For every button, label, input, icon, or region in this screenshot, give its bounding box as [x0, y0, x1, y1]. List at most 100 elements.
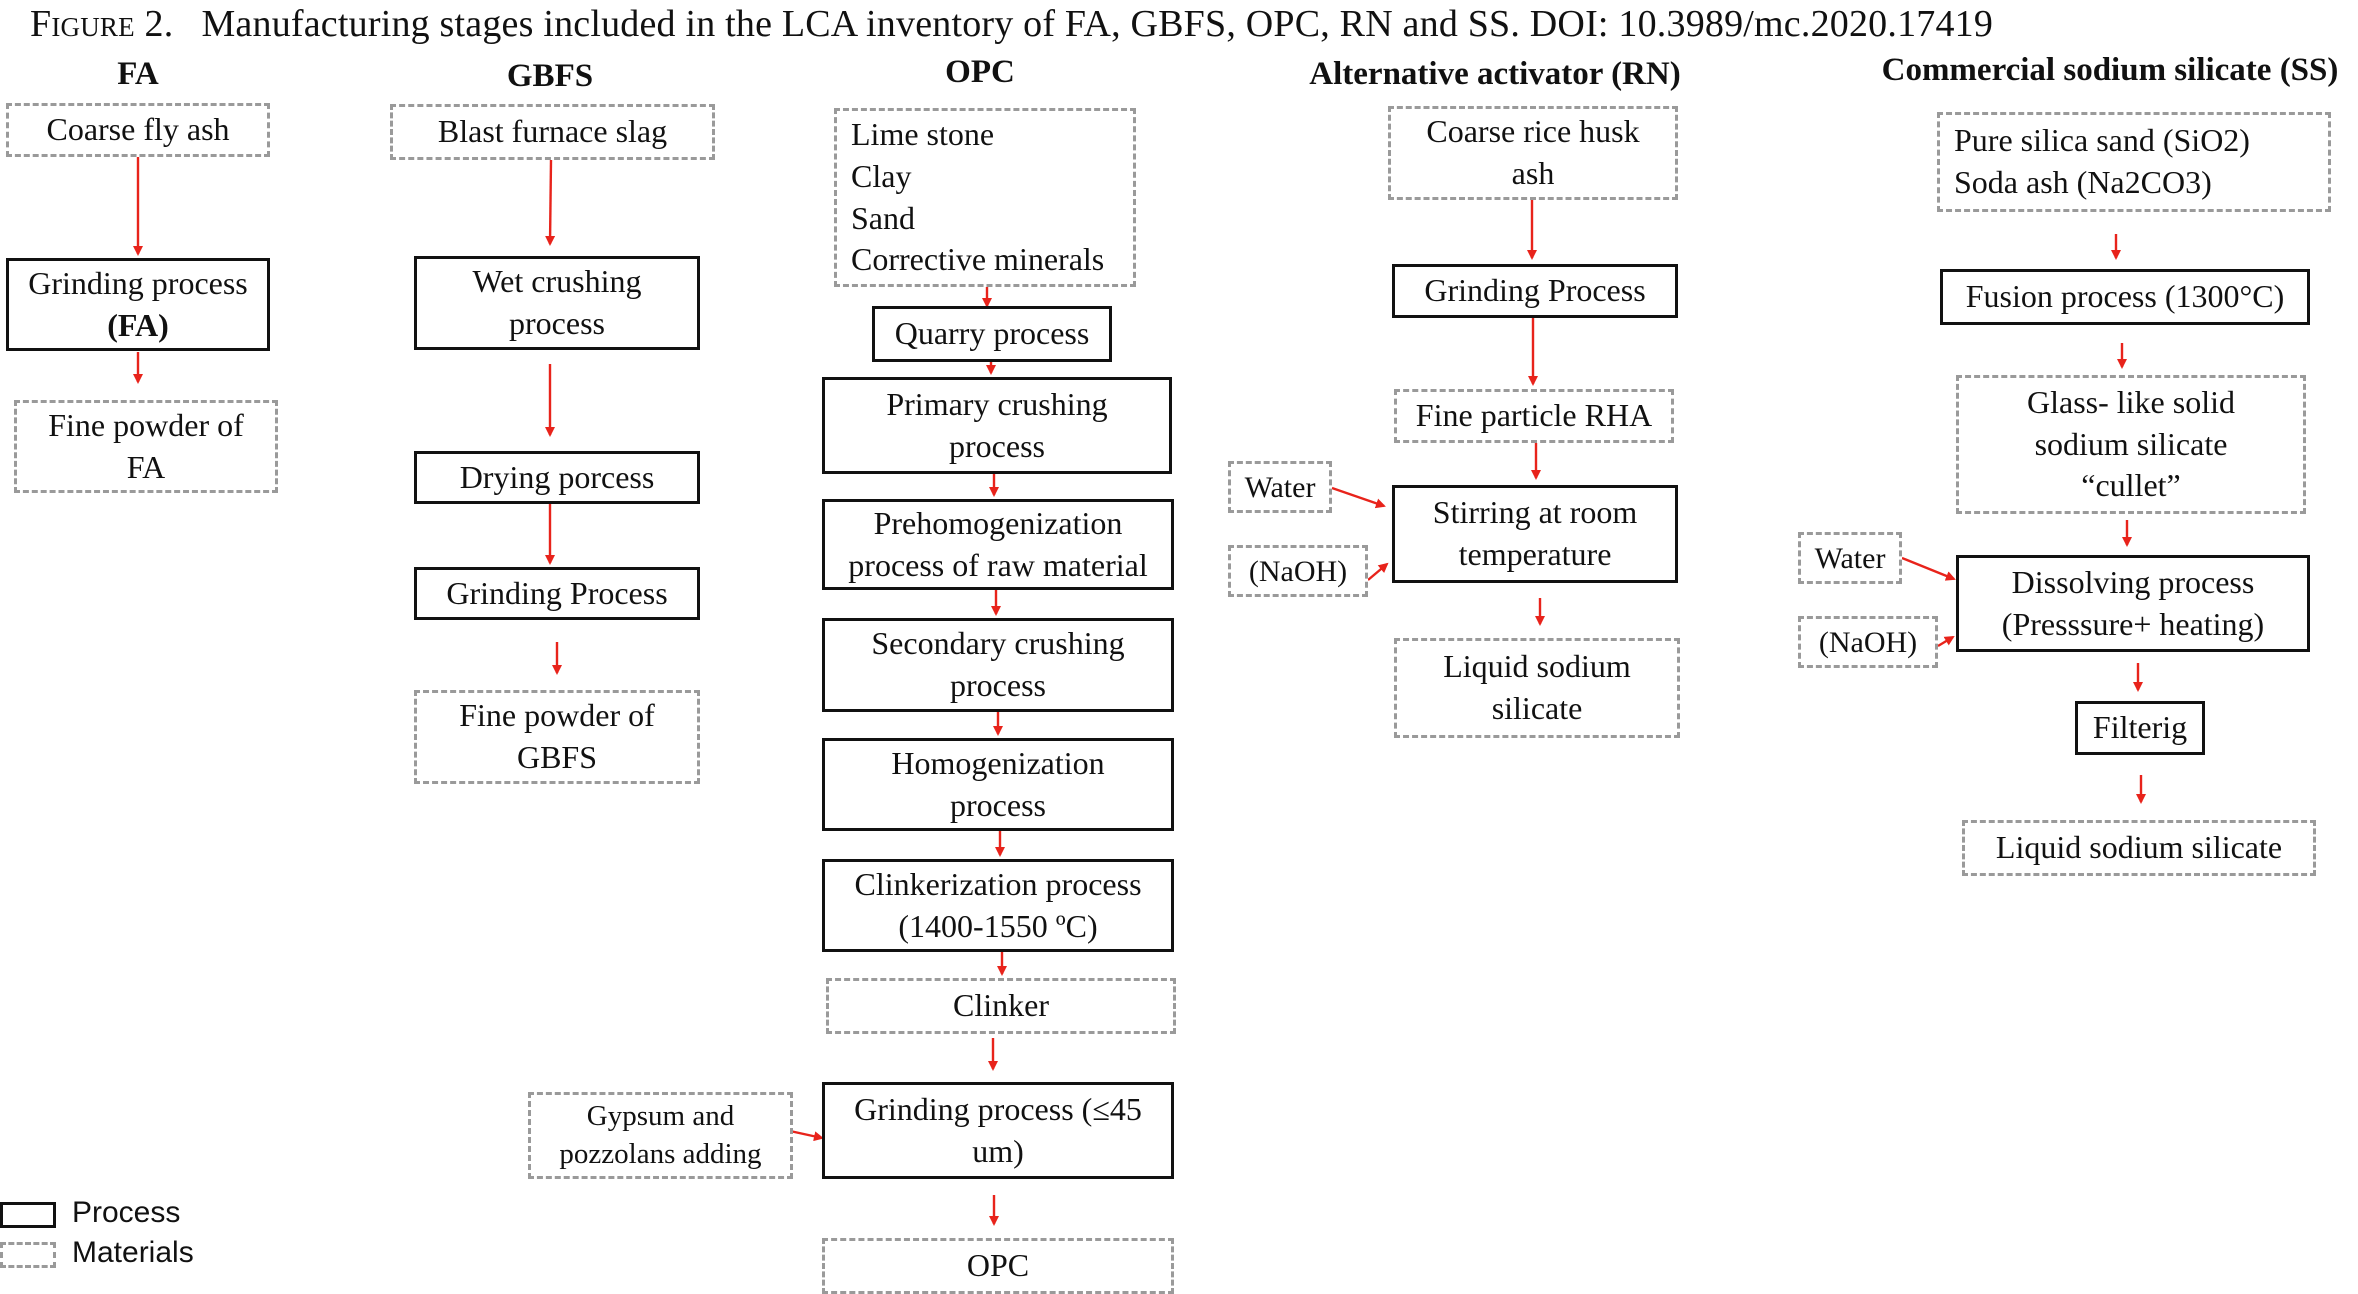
opc-homog-line2: process: [950, 786, 1046, 823]
opc-primary-crushing: Primary crushing process: [822, 377, 1172, 474]
ss-raw-silica-sand: Pure silica sand (SiO2): [1954, 122, 2250, 159]
ss-glass-line3: “cullet”: [2081, 467, 2181, 504]
ss-fusion-process: Fusion process (1300°C): [1940, 269, 2310, 325]
ss-dissolving-process: Dissolving process (Presssure+ heating): [1956, 555, 2310, 652]
rn-rha-line2: ash: [1511, 155, 1555, 191]
opc-product-label: OPC: [966, 1247, 1030, 1284]
opc-secondary-crushing: Secondary crushing process: [822, 618, 1174, 712]
rn-naoh: (NaOH): [1228, 545, 1368, 597]
opc-quarry-process: Quarry process: [872, 306, 1112, 362]
ss-liquid-sodium-silicate: Liquid sodium silicate: [1962, 820, 2316, 876]
opc-grinding-line2: um): [972, 1132, 1024, 1169]
rn-coarse-rice-husk-ash: Coarse rice husk ash: [1388, 106, 1678, 200]
opc-prehomogenization: Prehomogenization process of raw materia…: [822, 499, 1174, 590]
legend-materials-swatch: [0, 1242, 56, 1268]
arrow-ss-5: [1937, 635, 1955, 648]
legend: Process Materials: [0, 1196, 260, 1276]
opc-gypsum-pozzolans: Gypsum and pozzolans adding: [528, 1092, 793, 1179]
gbfs-slag-label: Blast furnace slag: [437, 113, 668, 150]
opc-product: OPC: [822, 1238, 1174, 1294]
opc-clinker-proc-line2: (1400-1550 ºC): [898, 907, 1098, 944]
opc-raw-sand: Sand: [851, 199, 915, 236]
ss-glass-line1: Glass- like solid: [2027, 384, 2235, 421]
legend-process-swatch: [0, 1202, 56, 1228]
rn-grinding-label: Grinding Process: [1424, 272, 1646, 309]
legend-process-label: Process: [72, 1196, 181, 1229]
rn-fine-label: Fine particle RHA: [1415, 397, 1653, 434]
ss-filtering-label: Filterig: [2092, 709, 2188, 746]
opc-homog-line1: Homogenization: [891, 744, 1105, 781]
ss-filtering: Filterig: [2075, 701, 2205, 755]
arrow-ss-4: [1901, 556, 1956, 581]
arrow-opc-9: [789, 1129, 824, 1142]
opc-secondary-line2: process: [950, 667, 1046, 703]
opc-column-title: OPC: [945, 54, 1015, 90]
gbfs-column-title: GBFS: [506, 58, 594, 94]
opc-gypsum-line2: pozzolans adding: [559, 1137, 762, 1170]
opc-raw-materials: Lime stone Clay Sand Corrective minerals: [834, 108, 1136, 287]
figure-caption-text: Manufacturing stages included in the LCA…: [201, 3, 1994, 45]
opc-clinkerization: Clinkerization process (1400-1550 ºC): [822, 859, 1174, 952]
opc-prehomog-line2: process of raw material: [848, 546, 1148, 583]
gbfs-wet-line2: process: [509, 305, 605, 341]
rn-liquid-sodium-silicate: Liquid sodium silicate: [1394, 638, 1680, 738]
ss-water-label: Water: [1814, 541, 1886, 575]
opc-grinding-process: Grinding process (≤45 um): [822, 1082, 1174, 1179]
gbfs-wet-crushing: Wet crushing process: [414, 256, 700, 350]
rn-grinding-process: Grinding Process: [1392, 264, 1678, 318]
gbfs-grinding: Grinding Process: [414, 567, 700, 620]
ss-naoh: (NaOH): [1798, 616, 1938, 668]
gbfs-fine-line2: GBFS: [516, 739, 598, 775]
gbfs-fine-line1: Fine powder of: [459, 697, 655, 734]
opc-grinding-line1: Grinding process (≤45: [854, 1090, 1142, 1127]
gbfs-drying-label: Drying porcess: [459, 458, 655, 495]
rn-stirring-line2: temperature: [1458, 536, 1612, 572]
rn-stirring-line1: Stirring at room: [1432, 494, 1638, 531]
opc-prehomog-line1: Prehomogenization: [873, 504, 1123, 541]
figure-caption: Figure 2. Manufacturing stages included i…: [30, 2, 2350, 46]
fa-grinding-label: Grinding process: [28, 264, 248, 301]
ss-liquid-label: Liquid sodium silicate: [1995, 829, 2283, 866]
legend-materials-label: Materials: [72, 1236, 194, 1269]
gbfs-wet-line1: Wet crushing: [472, 263, 642, 300]
gbfs-drying: Drying porcess: [414, 451, 700, 504]
rn-water: Water: [1228, 461, 1332, 513]
opc-clinker: Clinker: [826, 978, 1176, 1034]
opc-raw-corrective-minerals: Corrective minerals: [851, 241, 1105, 278]
rn-fine-particle-rha: Fine particle RHA: [1394, 389, 1674, 443]
ss-naoh-label: (NaOH): [1818, 625, 1918, 659]
opc-homogenization: Homogenization process: [822, 738, 1174, 831]
ss-raw-soda-ash: Soda ash (Na2CO3): [1954, 164, 2212, 200]
opc-gypsum-line1: Gypsum and: [586, 1099, 735, 1132]
ss-glass-line2: sodium silicate: [2034, 425, 2228, 462]
gbfs-blast-furnace-slag: Blast furnace slag: [390, 104, 715, 160]
rn-stirring: Stirring at room temperature: [1392, 485, 1678, 583]
fa-fine-line1: Fine powder of: [48, 406, 244, 443]
ss-raw-materials: Pure silica sand (SiO2) Soda ash (Na2CO3…: [1937, 112, 2331, 212]
opc-primary-line1: Primary crushing: [886, 385, 1108, 422]
ss-column-title: Commercial sodium silicate (SS): [1881, 52, 2339, 88]
ss-glass-cullet: Glass- like solid sodium silicate “culle…: [1956, 375, 2306, 514]
ss-dissolving-line2: (Presssure+ heating): [2001, 605, 2265, 642]
fa-coarse-label: Coarse fly ash: [46, 111, 230, 148]
rn-water-label: Water: [1244, 470, 1316, 504]
fa-fine-line2: FA: [126, 448, 166, 485]
ss-water: Water: [1798, 532, 1902, 584]
fa-fine-powder: Fine powder of FA: [14, 400, 278, 493]
arrow-rn-4: [1331, 486, 1386, 509]
figure-label: Figure 2.: [30, 3, 174, 45]
gbfs-fine-powder: Fine powder of GBFS: [414, 690, 700, 784]
arrow-rn-5: [1367, 562, 1389, 581]
ss-fusion-label: Fusion process (1300°C): [1965, 278, 2285, 315]
arrow-gbfs-1: [545, 159, 556, 246]
rn-rha-line1: Coarse rice husk: [1426, 113, 1640, 150]
opc-raw-clay: Clay: [851, 157, 912, 194]
opc-raw-lime-stone: Lime stone: [851, 116, 995, 153]
fa-coarse-fly-ash: Coarse fly ash: [6, 103, 270, 157]
opc-secondary-line1: Secondary crushing: [871, 625, 1125, 662]
fa-grinding-process: Grinding process (FA): [6, 258, 270, 351]
rn-naoh-label: (NaOH): [1248, 554, 1348, 588]
rn-liquid-line2: silicate: [1491, 690, 1583, 726]
ss-dissolving-line1: Dissolving process: [2011, 563, 2255, 600]
